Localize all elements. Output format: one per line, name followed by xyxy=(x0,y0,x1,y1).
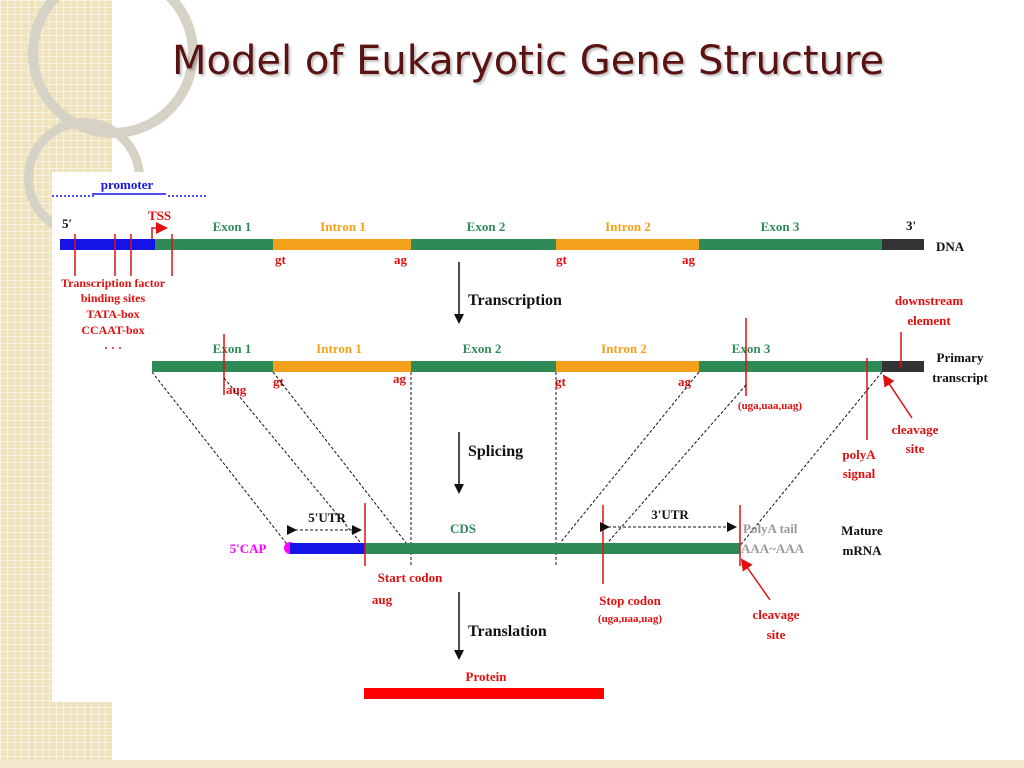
pt-ag2-label: ag xyxy=(678,374,692,389)
three-prime-label: 3' xyxy=(906,218,916,233)
dna-downstream-bar xyxy=(882,239,924,250)
translation-label: Translation xyxy=(468,623,547,640)
pt-exon1-label: Exon 1 xyxy=(213,341,252,356)
splicing-connectors xyxy=(151,371,883,565)
promoter-label: promoter xyxy=(101,177,154,192)
polya-tail-label-2: AAA~AAA xyxy=(741,541,805,556)
dna-label: DNA xyxy=(936,239,965,254)
cap-label: 5'CAP xyxy=(230,541,267,556)
start-codon-label-1: Start codon xyxy=(378,570,443,585)
pt-exon3-bar xyxy=(699,361,882,372)
tss-arrow xyxy=(151,222,168,240)
pt-stop-codons-label: (uga,uaa,uag) xyxy=(738,400,803,412)
utr5-label: 5'UTR xyxy=(308,510,346,525)
splice-connector xyxy=(151,371,291,549)
dna-gt2-label: gt xyxy=(556,252,568,267)
tf-sites-label: Transcription factor xyxy=(61,276,166,290)
mrna-cleavage-arrow xyxy=(740,558,771,601)
cds-label: CDS xyxy=(450,521,476,536)
pt-cleavage-label-2: site xyxy=(906,441,925,456)
pt-cleavage-label-1: cleavage xyxy=(892,422,939,437)
primary-transcript-row: Exon 1 Intron 1 Exon 2 Intron 2 Exon 3 a… xyxy=(152,293,988,481)
transcription-label: Transcription xyxy=(468,292,562,309)
pt-downstream-bar xyxy=(882,361,924,372)
stop-codon-label-2: (uga,uaa,uag) xyxy=(598,613,663,625)
splice-connector xyxy=(272,371,411,549)
pt-label-2: transcript xyxy=(932,370,988,385)
dna-intron1-label: Intron 1 xyxy=(320,219,366,234)
dna-intron2-label: Intron 2 xyxy=(605,219,651,234)
pt-exon2-bar xyxy=(411,361,556,372)
dna-ag2-label: ag xyxy=(682,252,696,267)
pt-intron1-label: Intron 1 xyxy=(316,341,362,356)
dna-ag1-label: ag xyxy=(394,252,408,267)
promoter-segment xyxy=(60,239,155,250)
downstream-label-2: element xyxy=(907,313,951,328)
decorative-bottom-strip xyxy=(0,760,1024,768)
dna-exon3-bar xyxy=(699,239,882,250)
polya-signal-label-1: polyA xyxy=(842,447,876,462)
tata-box-label: TATA-box xyxy=(86,307,139,321)
dna-exon2-bar xyxy=(411,239,556,250)
dna-intron2-bar xyxy=(556,239,699,250)
ellipsis-label: · · · xyxy=(104,341,122,355)
dna-gt1-label: gt xyxy=(275,252,287,267)
mrna-cleavage-label-1: cleavage xyxy=(753,607,800,622)
mature-label-2: mRNA xyxy=(843,543,883,558)
splice-connector xyxy=(602,384,747,549)
downstream-label-1: downstream xyxy=(895,293,964,308)
slide-title: Model of Eukaryotic Gene Structure xyxy=(172,38,885,84)
utr3-label: 3'UTR xyxy=(651,507,689,522)
polya-tail-label-1: PolyA tail xyxy=(743,521,798,536)
cds-bar xyxy=(365,543,740,554)
dna-exon1-bar xyxy=(155,239,273,250)
utr5-bar xyxy=(290,543,365,554)
splicing-label: Splicing xyxy=(468,443,523,460)
splice-connector xyxy=(737,371,883,549)
dna-row: promoter 5′ TSS Exon 1 Intron 1 Exon 2 I… xyxy=(52,177,965,355)
dna-exon1-label: Exon 1 xyxy=(213,219,252,234)
ccaat-box-label: CCAAT-box xyxy=(81,323,144,337)
splice-connector xyxy=(555,371,700,549)
protein-bar xyxy=(364,688,604,699)
five-prime-label: 5′ xyxy=(62,216,72,231)
stop-codon-label-1: Stop codon xyxy=(599,593,662,608)
pt-aug-label: aug xyxy=(226,382,247,397)
pt-exon1-bar xyxy=(152,361,273,372)
splice-connector xyxy=(223,377,366,549)
pt-exon2-label: Exon 2 xyxy=(463,341,502,356)
pt-cleavage-arrow xyxy=(882,374,913,419)
pt-label-1: Primary xyxy=(937,350,984,365)
gene-structure-diagram: promoter 5′ TSS Exon 1 Intron 1 Exon 2 I… xyxy=(52,172,1012,702)
pt-gt2-label: gt xyxy=(555,374,567,389)
pt-intron2-label: Intron 2 xyxy=(601,341,647,356)
protein-label: Protein xyxy=(466,669,508,684)
dna-exon3-label: Exon 3 xyxy=(761,219,800,234)
mature-label-1: Mature xyxy=(841,523,883,538)
tss-label: TSS xyxy=(148,208,171,223)
diagram-canvas: promoter 5′ TSS Exon 1 Intron 1 Exon 2 I… xyxy=(52,177,988,699)
dna-intron1-bar xyxy=(273,239,411,250)
pt-intron1-bar xyxy=(273,361,411,372)
pt-ag1-label: ag xyxy=(393,371,407,386)
binding-sites-label: binding sites xyxy=(81,291,146,305)
dna-exon2-label: Exon 2 xyxy=(467,219,506,234)
pt-intron2-bar xyxy=(556,361,699,372)
pt-gt1-label: gt xyxy=(273,374,285,389)
start-codon-label-2: aug xyxy=(372,592,393,607)
mature-mrna-row: 5'CAP 5'UTR 3'UTR CDS PolyA tail AAA~AAA… xyxy=(230,503,883,642)
polya-signal-label-2: signal xyxy=(843,466,876,481)
mrna-cleavage-label-2: site xyxy=(767,627,786,642)
pt-exon3-label: Exon 3 xyxy=(732,341,771,356)
